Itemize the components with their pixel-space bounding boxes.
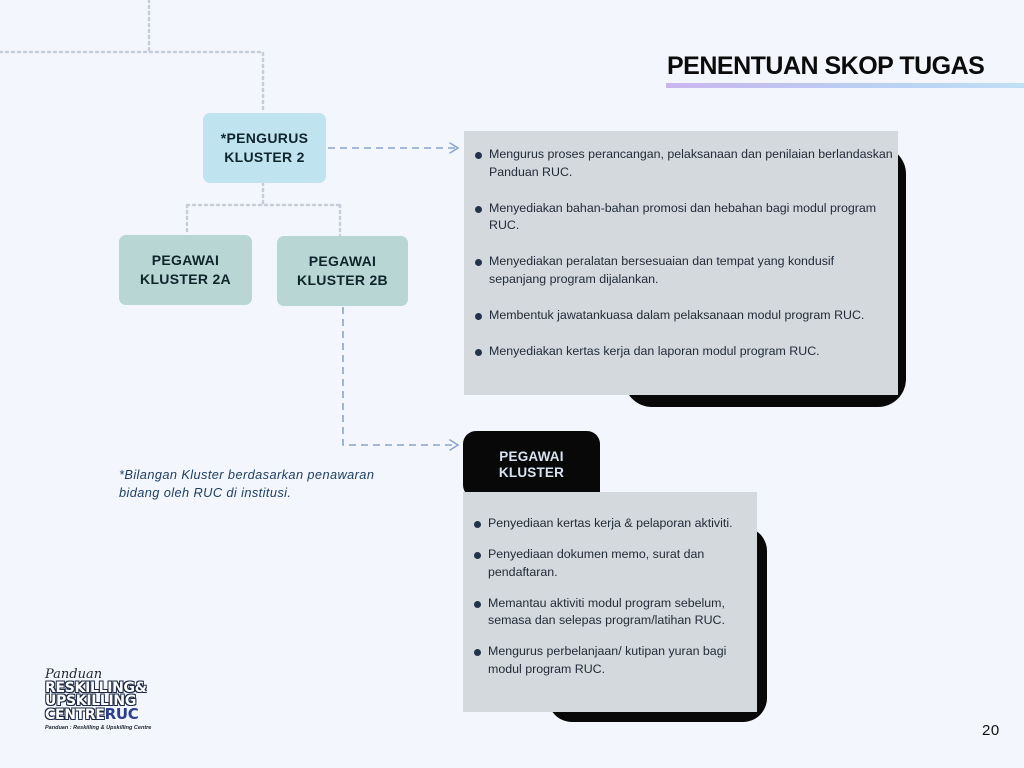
node-2b-line-2: KLUSTER 2B xyxy=(297,272,388,288)
logo-subtitle: Panduan : Reskilling & Upskilling Centre xyxy=(45,725,152,731)
list-item: Penyediaan kertas kerja & pelaporan akti… xyxy=(463,515,753,533)
node-2b-line-1: PEGAWAI xyxy=(308,253,377,269)
logo-ruc-text: RUC xyxy=(104,705,139,723)
ruc-logo: Panduan RESKILLING& UPSKILLING CENTRERUC… xyxy=(45,668,155,744)
node-pengurus-kluster-2: *PENGURUS KLUSTER 2 xyxy=(203,113,326,183)
logo-line-1: RESKILLING& xyxy=(45,680,147,696)
title-underline xyxy=(666,83,1024,88)
pegawai-kluster-label: PEGAWAI KLUSTER xyxy=(463,431,600,498)
page-title: PENENTUAN SKOP TUGAS xyxy=(667,52,985,80)
list-item: Mengurus perbelanjaan/ kutipan yuran bag… xyxy=(463,643,753,678)
pegawai-duties-list: Penyediaan kertas kerja & pelaporan akti… xyxy=(463,515,753,692)
arrow-head-duties xyxy=(449,142,460,154)
logo-line-3: CENTRERUC xyxy=(45,705,155,723)
list-item: Memantau aktiviti modul program sebelum,… xyxy=(463,595,753,630)
list-item: Menyediakan bahan-bahan promosi dan heba… xyxy=(464,200,894,235)
logo-script-text: Panduan xyxy=(45,667,103,682)
dashed-arrow-to-pegawai xyxy=(342,307,456,446)
list-item: Menyediakan kertas kerja dan laporan mod… xyxy=(464,343,894,361)
footnote: *Bilangan Kluster berdasarkan penawaran … xyxy=(119,467,375,500)
logo-centre-text: CENTRE xyxy=(45,707,105,723)
list-item: Membentuk jawatankuasa dalam pelaksanaan… xyxy=(464,307,894,325)
pegawai-duties-card: Penyediaan kertas kerja & pelaporan akti… xyxy=(463,492,757,712)
node-2a-line-1: PEGAWAI xyxy=(151,252,220,268)
node-pengurus-line-1: *PENGURUS xyxy=(220,130,309,146)
list-item: Mengurus proses perancangan, pelaksanaan… xyxy=(464,146,894,181)
pegawai-kluster-label-line-2: KLUSTER xyxy=(498,464,565,480)
node-pengurus-line-2: KLUSTER 2 xyxy=(224,149,305,165)
page-number: 20 xyxy=(982,722,1000,739)
pengurus-duties-list: Mengurus proses perancangan, pelaksanaan… xyxy=(464,146,894,379)
node-2a-line-2: KLUSTER 2A xyxy=(140,271,231,287)
logo-line-2: UPSKILLING xyxy=(45,693,137,709)
pegawai-kluster-label-line-1: PEGAWAI xyxy=(499,448,564,464)
pengurus-duties-card: Mengurus proses perancangan, pelaksanaan… xyxy=(464,131,898,395)
list-item: Menyediakan peralatan bersesuaian dan te… xyxy=(464,253,894,288)
list-item: Penyediaan dokumen memo, surat dan penda… xyxy=(463,546,753,581)
node-pegawai-kluster-2b: PEGAWAI KLUSTER 2B xyxy=(277,236,408,306)
dotted-line-branch xyxy=(185,181,342,238)
arrow-head-pegawai xyxy=(449,439,460,451)
dotted-line-horizontal xyxy=(0,50,265,115)
node-pegawai-kluster-2a: PEGAWAI KLUSTER 2A xyxy=(119,235,252,305)
